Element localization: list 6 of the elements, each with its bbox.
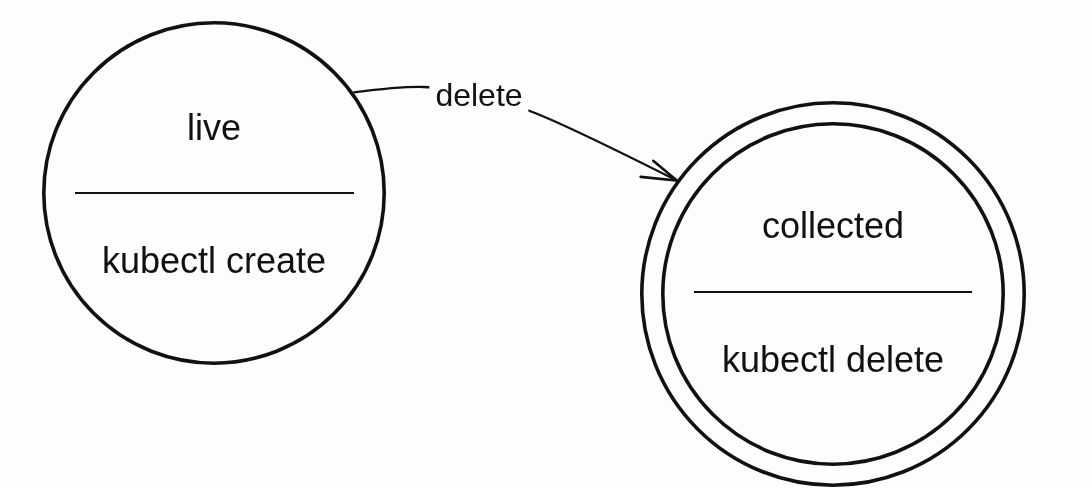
state-name: collected — [761, 205, 905, 247]
state-name: live — [187, 107, 241, 149]
state-circle — [640, 101, 1026, 487]
state-circle — [42, 21, 386, 365]
command-text: kubectl create — [101, 240, 327, 282]
command-text: kubectl delete — [721, 339, 945, 381]
